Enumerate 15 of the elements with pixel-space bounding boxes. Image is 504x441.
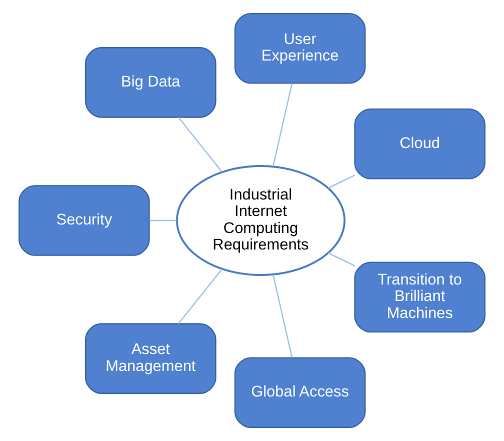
connector — [328, 252, 356, 266]
node-box: Security — [18, 185, 150, 256]
connector — [328, 174, 356, 189]
connector — [150, 220, 177, 222]
connector — [178, 268, 222, 324]
connector — [178, 116, 222, 172]
node-box: User Experience — [234, 12, 366, 84]
node-box: Big Data — [85, 47, 216, 118]
node-box: Asset Management — [85, 323, 216, 394]
node-box: Cloud — [354, 108, 486, 180]
connector — [272, 83, 293, 166]
node-box: Transition to Brilliant Machines — [354, 262, 486, 333]
node-ellipse: Industrial Internet Computing Requirements — [176, 165, 346, 276]
node-box: Global Access — [234, 357, 366, 428]
connector — [272, 274, 293, 358]
